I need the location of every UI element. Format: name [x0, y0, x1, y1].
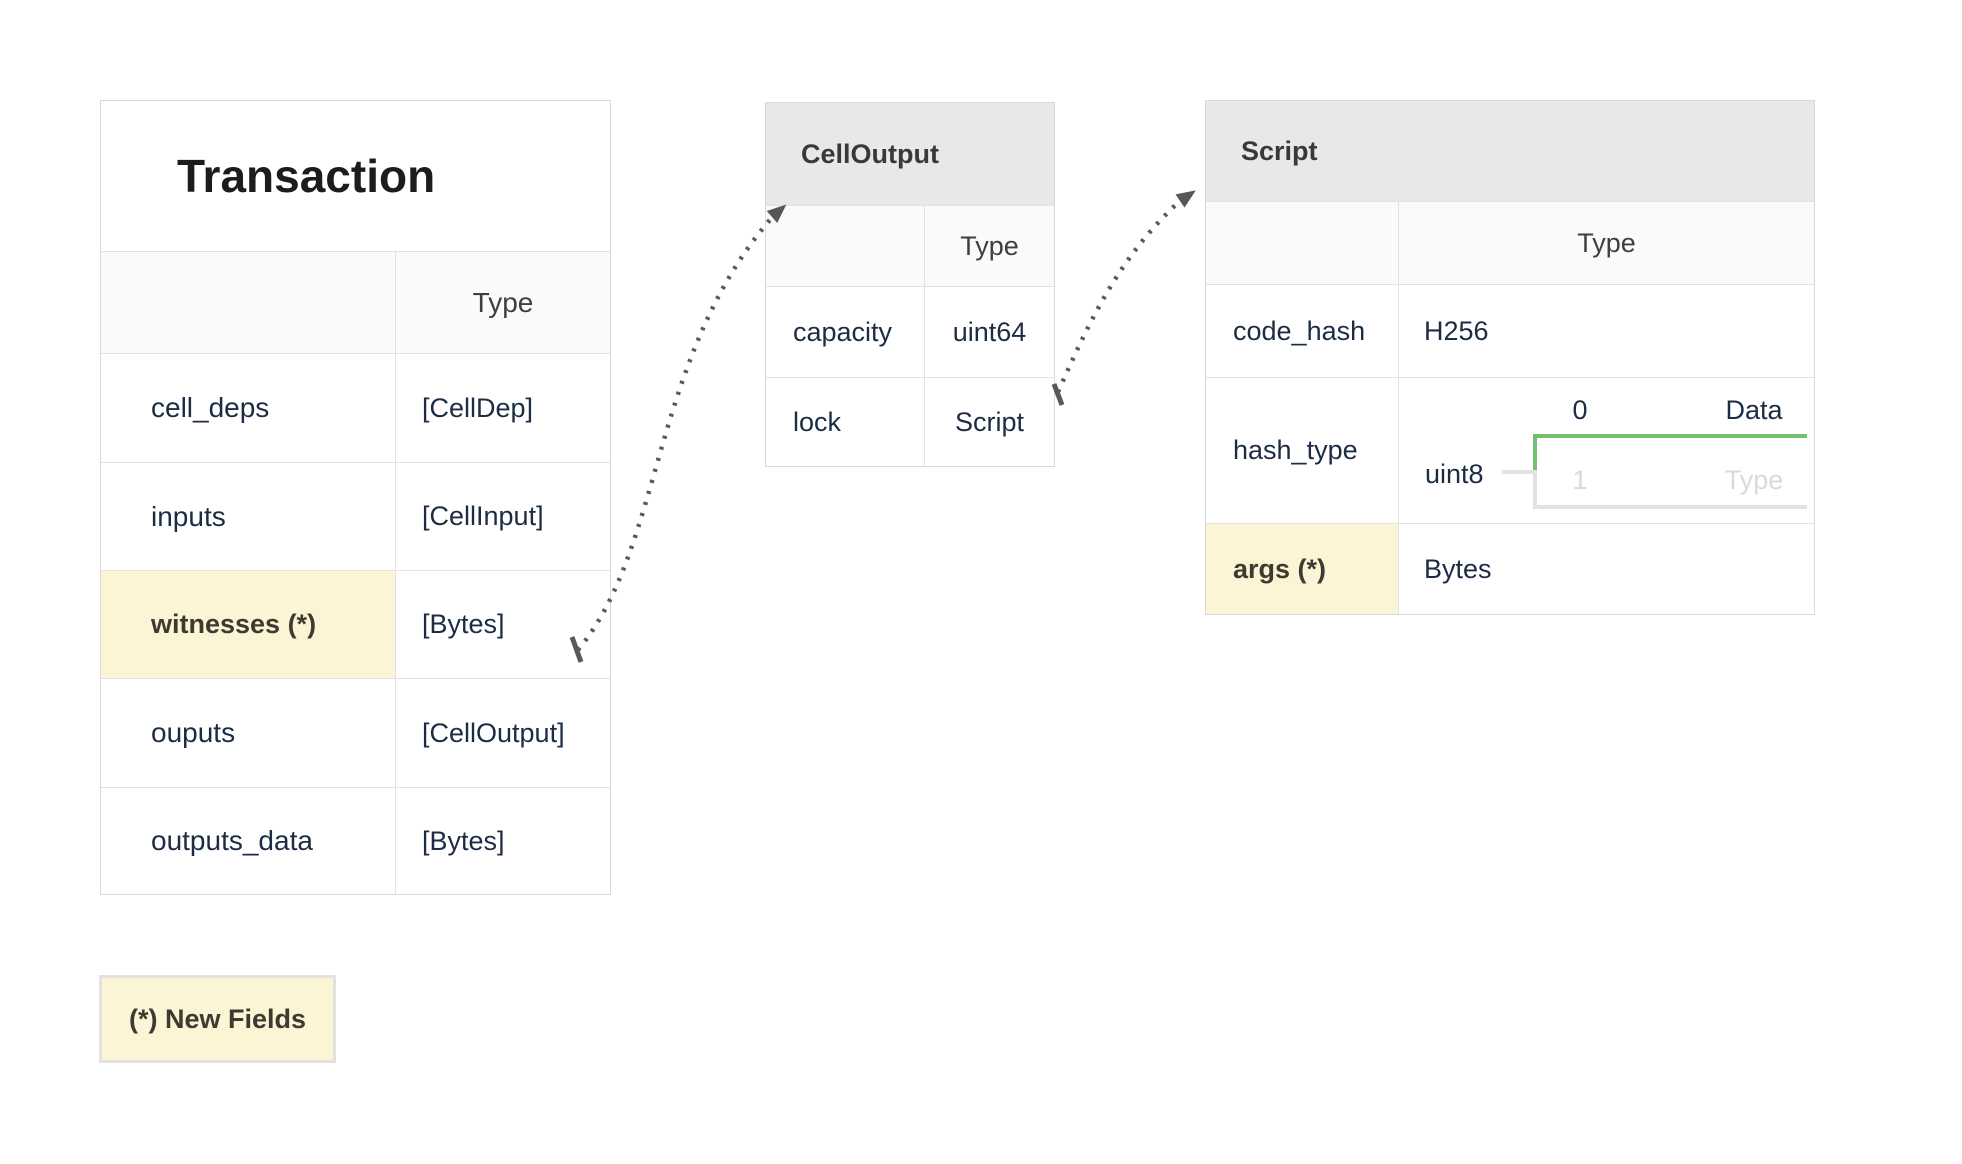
table-row: capacity uint64	[766, 286, 1054, 377]
celloutput-type-capacity: uint64	[924, 287, 1054, 377]
arrow-lock-to-script	[1051, 190, 1196, 406]
celloutput-row-capacity: capacity	[793, 316, 893, 347]
table-row: inputs [CellInput]	[101, 462, 610, 570]
transaction-row-outputs-data: outputs_data	[151, 825, 313, 856]
transaction-table: Transaction Type cell_deps [CellDep] inp…	[100, 100, 611, 895]
script-table-title: Script	[1241, 135, 1318, 166]
transaction-row-ouputs: ouputs	[151, 717, 236, 748]
script-type-code-hash: H256	[1398, 285, 1814, 377]
new-fields-legend: (*) New Fields	[99, 975, 336, 1063]
transaction-row-cell-deps: cell_deps	[151, 392, 270, 423]
script-type-hash-type-branch: uint8 0 Data 1 Type	[1398, 378, 1814, 523]
script-row-code-hash: code_hash	[1233, 315, 1366, 346]
transaction-type-outputs-data: [Bytes]	[395, 788, 610, 894]
transaction-type-cell-deps: [CellDep]	[395, 354, 610, 462]
branch-stem-gray	[1533, 470, 1537, 509]
branch-0-line-green	[1533, 434, 1807, 438]
celloutput-table: CellOutput Type capacity uint64 lock Scr…	[765, 102, 1055, 467]
branch-connector-dash	[1502, 470, 1533, 474]
table-row: hash_type uint8 0 Data 1 Type	[1206, 377, 1814, 523]
celloutput-type-header: Type	[924, 206, 1054, 286]
table-row: lock Script	[766, 377, 1054, 466]
transaction-type-witnesses: [Bytes]	[395, 571, 610, 678]
transaction-type-ouputs: [CellOutput]	[395, 679, 610, 787]
arrow-dotted-curve	[1055, 196, 1185, 393]
table-row: args (*) Bytes	[1206, 523, 1814, 614]
script-row-hash-type: hash_type	[1233, 435, 1358, 465]
branch-0-value-label: 0	[1572, 394, 1588, 425]
script-type-header: Type	[1398, 202, 1814, 284]
transaction-type-header: Type	[395, 252, 610, 353]
table-row: witnesses (*) [Bytes]	[101, 570, 610, 678]
transaction-row-witnesses-highlighted: witnesses (*)	[101, 571, 395, 678]
table-row: code_hash H256	[1206, 284, 1814, 377]
transaction-corner-cell	[101, 252, 395, 353]
hash-type-base-type-label: uint8	[1425, 458, 1484, 489]
table-row: ouputs [CellOutput]	[101, 678, 610, 787]
branch-1-value-label: 1	[1572, 464, 1588, 495]
transaction-table-title: Transaction	[177, 150, 436, 202]
transaction-row-inputs: inputs	[151, 500, 226, 532]
celloutput-corner-cell	[766, 206, 924, 286]
table-row: outputs_data [Bytes]	[101, 787, 610, 894]
script-corner-cell	[1206, 202, 1398, 284]
branch-0-data-label: Data	[1725, 394, 1783, 425]
celloutput-table-title: CellOutput	[801, 138, 939, 169]
celloutput-type-lock: Script	[924, 378, 1054, 466]
branch-stem-green	[1533, 434, 1537, 470]
branch-1-line-gray	[1533, 505, 1807, 509]
branch-1-type-label: Type	[1724, 464, 1784, 495]
arrowhead-icon	[1175, 190, 1196, 208]
script-type-args: Bytes	[1398, 524, 1814, 614]
celloutput-row-lock: lock	[793, 406, 842, 437]
table-row: cell_deps [CellDep]	[101, 353, 610, 462]
script-table: Script Type code_hash H256 hash_type uin…	[1205, 100, 1815, 615]
script-row-args-highlighted: args (*)	[1206, 524, 1398, 614]
arrow-tail-tick	[1051, 383, 1065, 406]
transaction-type-inputs: [CellInput]	[395, 463, 610, 570]
